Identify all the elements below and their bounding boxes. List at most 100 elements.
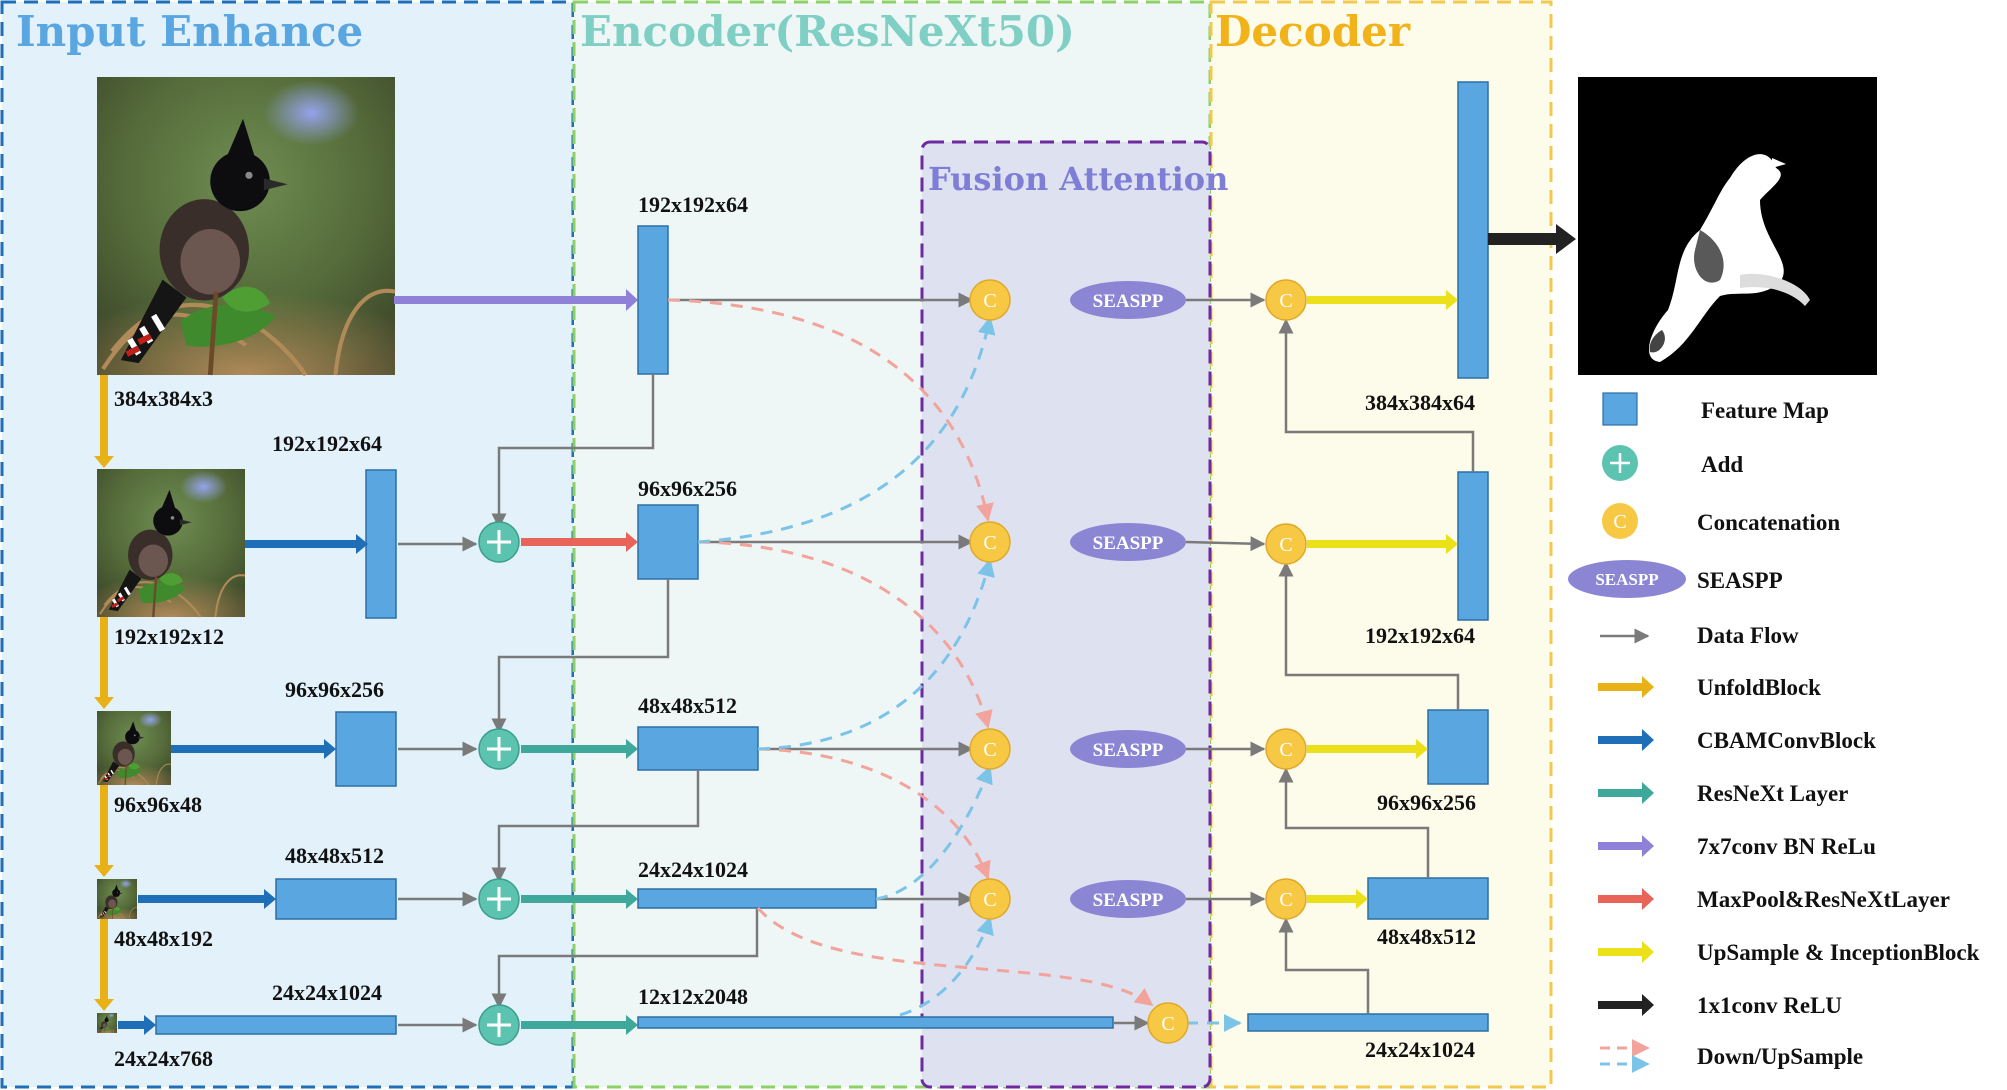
legend-label: CBAMConvBlock bbox=[1697, 728, 1876, 753]
add-node bbox=[478, 728, 520, 770]
enhance-map-24x24x1024 bbox=[155, 1015, 397, 1035]
legend-swatch-feature-map bbox=[1602, 392, 1638, 426]
input-dim-labels: 384x384x3 192x192x12 96x96x48 48x48x192 … bbox=[114, 386, 224, 1071]
concat-node: C bbox=[969, 878, 1011, 920]
dim-label: 24x24x1024 bbox=[638, 857, 748, 882]
dim-label: 384x384x3 bbox=[114, 386, 213, 411]
dim-label: 48x48x512 bbox=[285, 843, 384, 868]
dim-label: 24x24x768 bbox=[114, 1046, 213, 1071]
enhance-map-96x96x256 bbox=[335, 711, 397, 787]
legend-swatch-resnext bbox=[1598, 782, 1654, 804]
enhance-dim-labels: 192x192x64 96x96x256 48x48x512 24x24x102… bbox=[272, 431, 384, 1005]
concat-node: C bbox=[1265, 878, 1307, 920]
resnext-arrows bbox=[521, 739, 638, 1035]
input-image-384 bbox=[97, 77, 395, 375]
svg-text:C: C bbox=[983, 889, 996, 911]
fusion-attention-section bbox=[920, 140, 1212, 1089]
legend: C SEASPP Feature Map Add Concatenation S… bbox=[1568, 392, 1980, 1073]
concat-node: C bbox=[1147, 1002, 1189, 1044]
dim-label: 192x192x12 bbox=[114, 624, 224, 649]
add-node bbox=[478, 521, 520, 563]
svg-text:C: C bbox=[1161, 1013, 1174, 1035]
data-flow-lines bbox=[398, 292, 1475, 1033]
concat-nodes: C C C C C C C C C bbox=[969, 279, 1307, 1044]
dim-label: 48x48x512 bbox=[638, 693, 737, 718]
legend-label: UnfoldBlock bbox=[1697, 675, 1821, 700]
input-image-192 bbox=[95, 467, 247, 619]
decoder-dim-labels: 384x384x64 192x192x64 96x96x256 48x48x51… bbox=[1365, 390, 1476, 1062]
dim-label: 48x48x192 bbox=[114, 926, 213, 951]
legend-swatch-conv1 bbox=[1598, 994, 1654, 1016]
decoder-map-192x192x64 bbox=[1457, 471, 1489, 621]
svg-text:C: C bbox=[1279, 290, 1292, 312]
unfold-arrows bbox=[94, 375, 114, 1011]
seaspp-node: SEASPP bbox=[1070, 730, 1186, 768]
legend-label: ResNeXt Layer bbox=[1697, 781, 1848, 806]
decoder-map-24x24x1024 bbox=[1247, 1013, 1489, 1032]
dim-label: 24x24x1024 bbox=[272, 980, 382, 1005]
dim-label: 192x192x64 bbox=[1365, 623, 1475, 648]
svg-text:C: C bbox=[983, 290, 996, 312]
legend-swatch-unfold bbox=[1598, 676, 1654, 698]
output-mask bbox=[1578, 77, 1877, 375]
legend-label: UpSample & InceptionBlock bbox=[1697, 940, 1980, 965]
concat-node: C bbox=[969, 521, 1011, 563]
add-node bbox=[478, 878, 520, 920]
legend-label: MaxPool&ResNeXtLayer bbox=[1697, 887, 1950, 912]
legend-swatch-upsample bbox=[1598, 941, 1654, 963]
upsample-curves bbox=[697, 316, 1242, 1032]
encoder-map-96x96x256 bbox=[637, 504, 699, 580]
dim-label: 96x96x256 bbox=[638, 476, 737, 501]
svg-text:C: C bbox=[1613, 511, 1626, 533]
input-image-24 bbox=[96, 1012, 118, 1034]
svg-text:C: C bbox=[1279, 534, 1292, 556]
dim-label: 12x12x2048 bbox=[638, 984, 748, 1009]
enhance-map-48x48x512 bbox=[275, 878, 397, 920]
maxpool-arrow bbox=[521, 532, 638, 552]
decoder-map-48x48x512 bbox=[1367, 877, 1489, 920]
svg-text:C: C bbox=[1279, 889, 1292, 911]
svg-text:SEASPP: SEASPP bbox=[1093, 533, 1164, 554]
concat-node: C bbox=[1265, 728, 1307, 770]
encoder-dim-labels: 192x192x64 96x96x256 48x48x512 24x24x102… bbox=[638, 192, 748, 1009]
encoder-map-24x24x1024 bbox=[637, 888, 877, 909]
downsample-curves bbox=[667, 298, 1154, 1007]
dim-label: 96x96x256 bbox=[1377, 790, 1476, 815]
svg-text:C: C bbox=[1279, 739, 1292, 761]
legend-swatch-cbam bbox=[1598, 729, 1654, 751]
legend-label: Feature Map bbox=[1701, 398, 1829, 423]
legend-label: Down/UpSample bbox=[1697, 1044, 1863, 1069]
seaspp-node: SEASPP bbox=[1070, 880, 1186, 918]
legend-swatch-add bbox=[1602, 445, 1638, 481]
encoder-map-12x12x2048 bbox=[637, 1016, 1114, 1029]
seaspp-node: SEASPP bbox=[1070, 281, 1186, 319]
legend-label: 1x1conv ReLU bbox=[1697, 993, 1842, 1018]
upsample-arrows bbox=[1307, 290, 1458, 909]
svg-text:SEASPP: SEASPP bbox=[1093, 890, 1164, 911]
legend-swatch-maxpool bbox=[1598, 888, 1654, 910]
conv1-arrow bbox=[1488, 224, 1576, 254]
input-enhance-title: Input Enhance bbox=[16, 7, 363, 56]
concat-node: C bbox=[1265, 279, 1307, 321]
svg-text:C: C bbox=[983, 739, 996, 761]
svg-text:SEASPP: SEASPP bbox=[1093, 291, 1164, 312]
input-image-96 bbox=[96, 710, 172, 786]
legend-label: Add bbox=[1701, 452, 1743, 477]
dim-label: 24x24x1024 bbox=[1365, 1037, 1475, 1062]
conv7-arrow bbox=[394, 289, 638, 311]
dim-label: 192x192x64 bbox=[272, 431, 382, 456]
dim-label: 384x384x64 bbox=[1365, 390, 1475, 415]
decoder-map-384x384x64 bbox=[1457, 81, 1489, 379]
add-node bbox=[478, 1004, 520, 1046]
dim-label: 96x96x256 bbox=[285, 677, 384, 702]
encoder-map-48x48x512 bbox=[637, 726, 759, 771]
dim-label: 48x48x512 bbox=[1377, 924, 1476, 949]
legend-swatch-seaspp: SEASPP bbox=[1568, 560, 1686, 598]
decoder-map-96x96x256 bbox=[1427, 709, 1489, 785]
svg-text:SEASPP: SEASPP bbox=[1093, 740, 1164, 761]
seaspp-node: SEASPP bbox=[1070, 523, 1186, 561]
svg-text:SEASPP: SEASPP bbox=[1595, 570, 1658, 589]
cbam-arrows bbox=[118, 534, 368, 1035]
input-image-48 bbox=[96, 878, 138, 920]
